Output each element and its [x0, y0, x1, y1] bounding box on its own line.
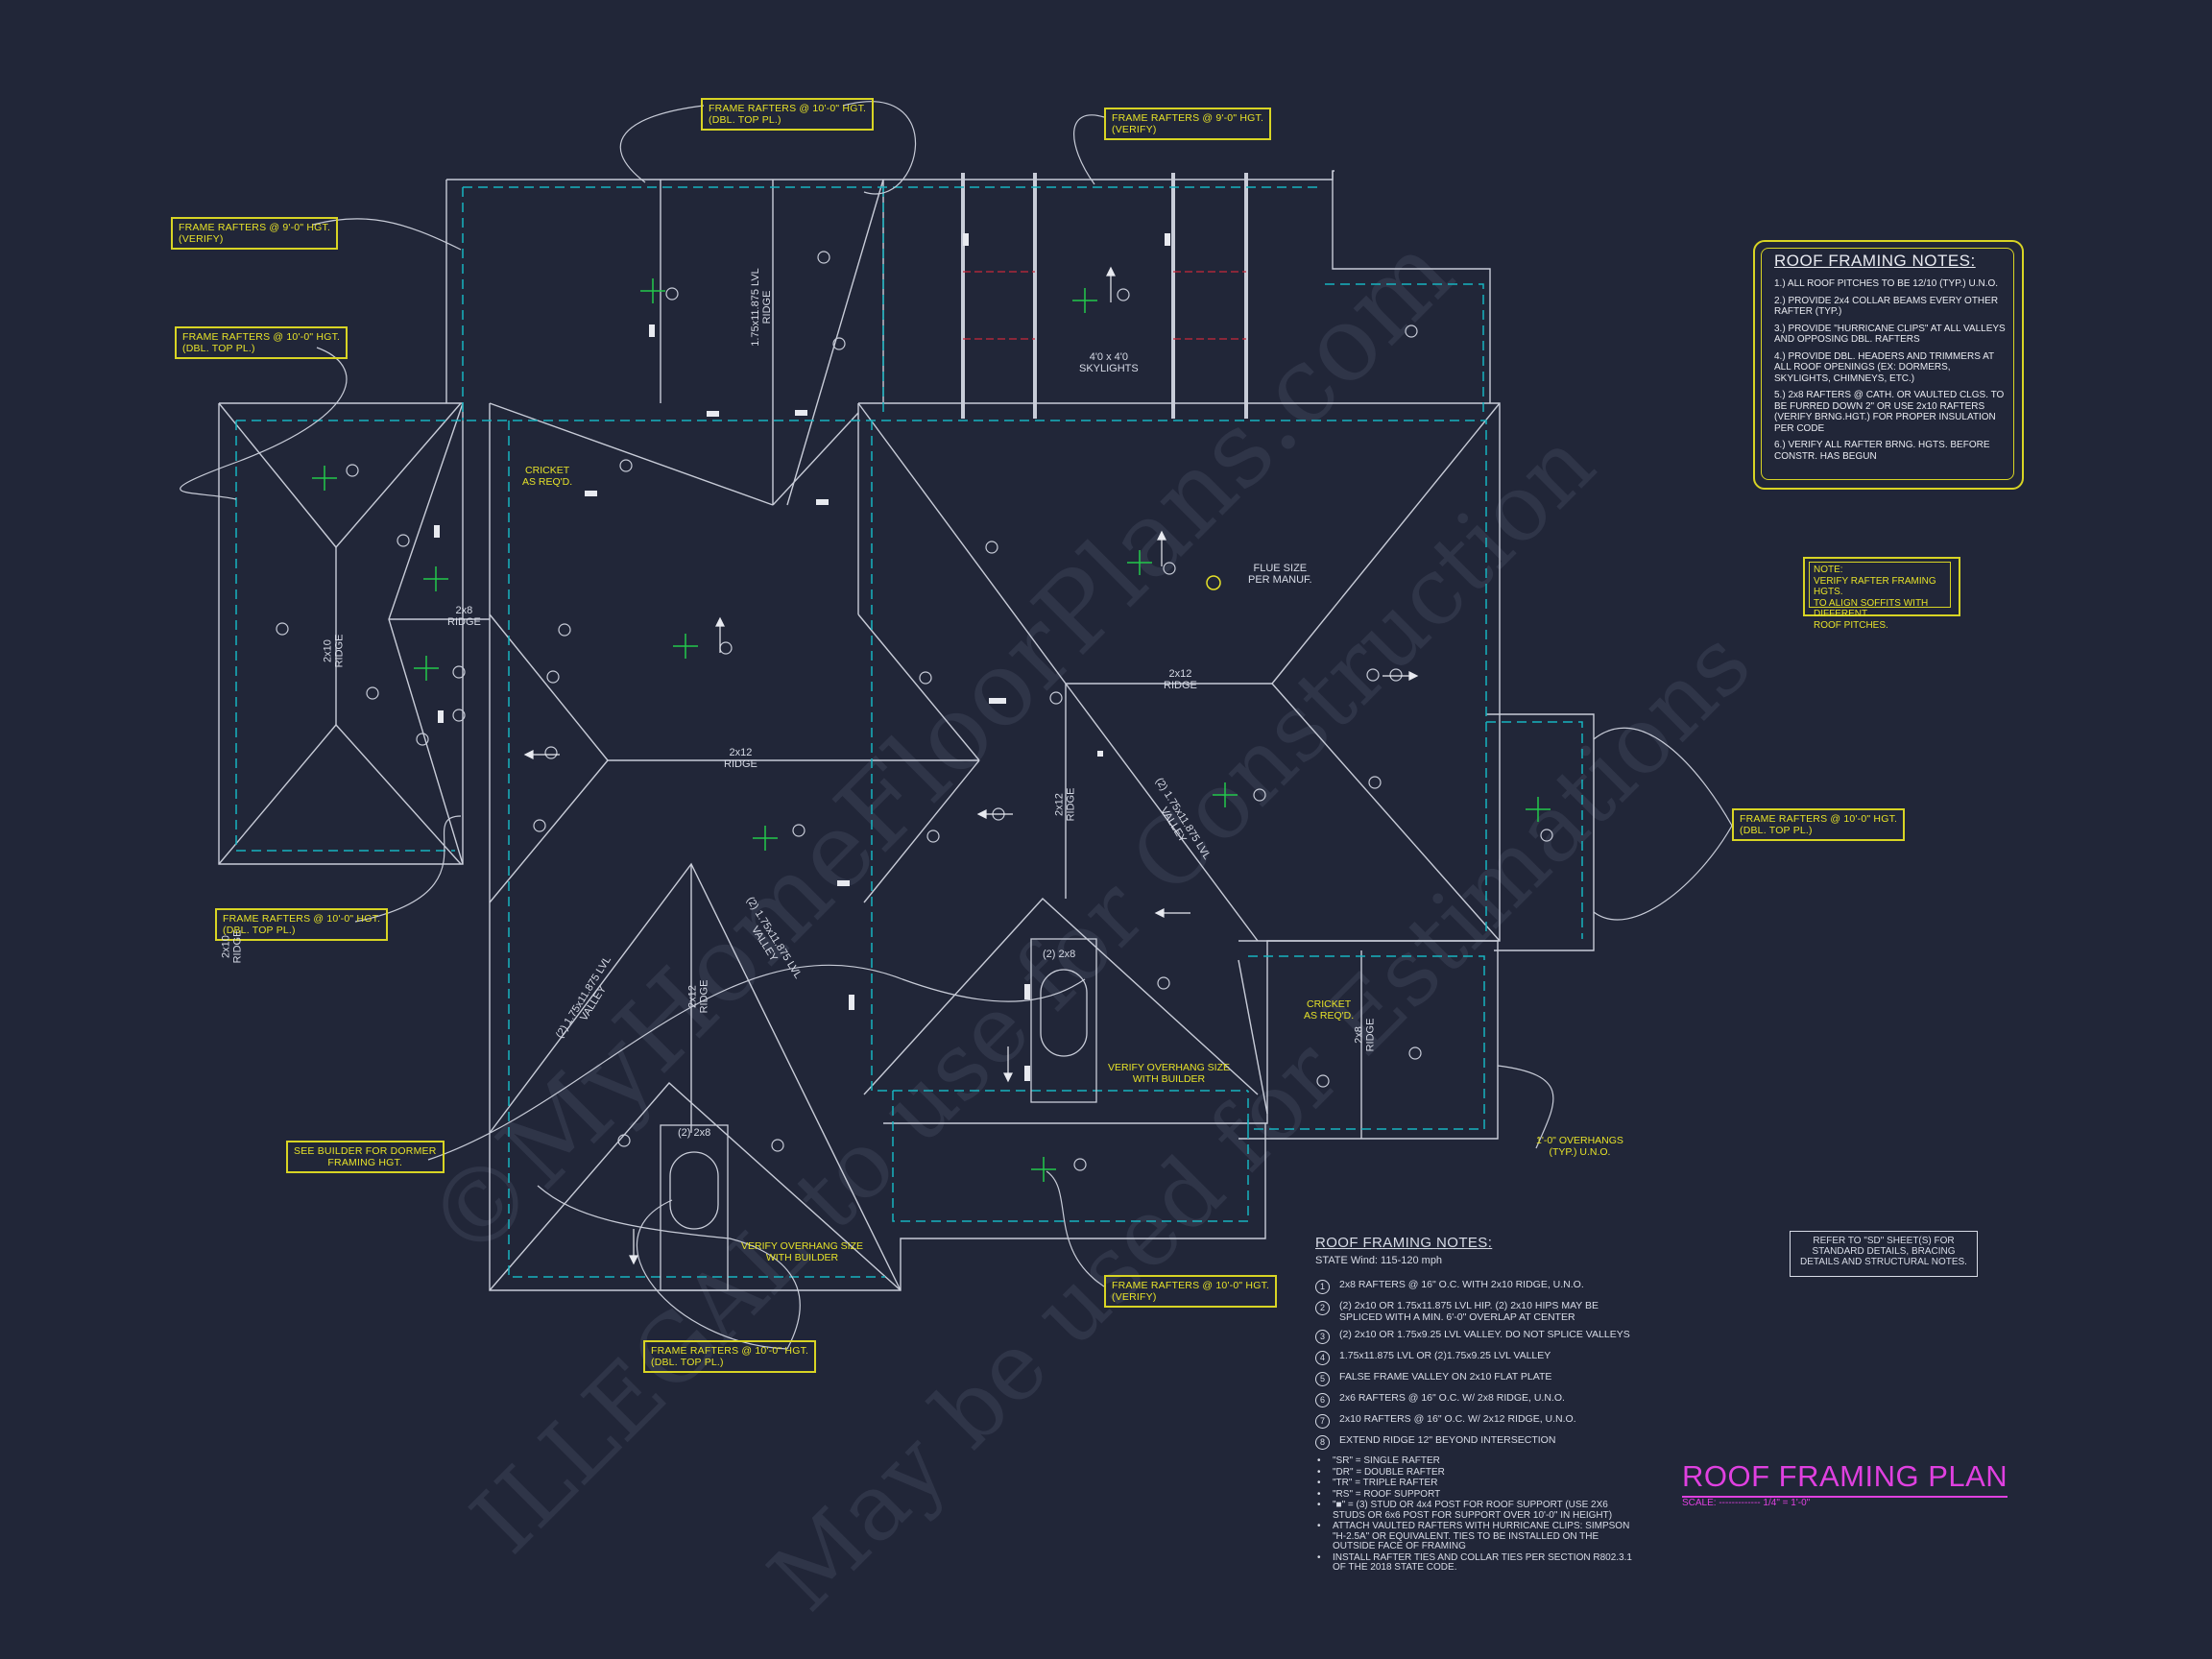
legend-item: 5 FALSE FRAME VALLEY ON 2x10 FLAT PLATE — [1315, 1371, 1642, 1386]
ridge-2x8-label: 2x8 RIDGE — [447, 605, 481, 628]
legend-bullet: "SR" = SINGLE RAFTER — [1315, 1455, 1642, 1467]
ridge-2x12-label-a: 2x12 RIDGE — [724, 747, 757, 770]
legend-number: 2 — [1315, 1301, 1330, 1315]
legend-text: FALSE FRAME VALLEY ON 2x10 FLAT PLATE — [1339, 1371, 1552, 1382]
legend-text: EXTEND RIDGE 12" BEYOND INTERSECTION — [1339, 1434, 1556, 1446]
ridge-2x8-label-right: 2x8 RIDGE — [1353, 1018, 1377, 1052]
legend-item: 1 2x8 RAFTERS @ 16" O.C. WITH 2x10 RIDGE,… — [1315, 1279, 1642, 1294]
dormer-frames — [660, 938, 1097, 1291]
pitch-symbols — [312, 278, 1551, 1182]
legend-wind: STATE Wind: 115-120 mph — [1315, 1255, 1443, 1266]
legend-bullet: "TR" = TRIPLE RAFTER — [1315, 1478, 1642, 1489]
roof-supports — [434, 233, 1170, 1081]
overhang-label-2: VERIFY OVERHANG SIZE WITH BUILDER — [741, 1240, 863, 1263]
legend-number: 7 — [1315, 1414, 1330, 1429]
symbol-markers — [276, 251, 1553, 1171]
legend-text: 2x6 RAFTERS @ 16" O.C. W/ 2x8 RIDGE, U.N… — [1339, 1392, 1565, 1404]
ridge-lvl-label: 1.75x11.875 LVL RIDGE — [749, 268, 773, 347]
soffit-note-frame — [1803, 557, 1960, 616]
legend-abbreviations: "SR" = SINGLE RAFTER "DR" = DOUBLE RAFTE… — [1315, 1455, 1642, 1574]
legend-number: 4 — [1315, 1351, 1330, 1365]
roof-outline — [218, 170, 1595, 1291]
roof-notes-inner-frame — [1761, 248, 2014, 480]
legend-item: 7 2x10 RAFTERS @ 16" O.C. W/ 2x12 RIDGE, … — [1315, 1413, 1642, 1429]
flue-marker — [1206, 575, 1221, 590]
legend-item: 4 1.75x11.875 LVL OR (2)1.75x9.25 LVL VAL… — [1315, 1350, 1642, 1365]
legend-bullet: "■" = (3) STUD OR 4x4 POST FOR ROOF SUPP… — [1315, 1500, 1642, 1521]
framing-legend: ROOF FRAMING NOTES: STATE Wind: 115-120 … — [1315, 1235, 1642, 1575]
ridge-2x12-label-d: 2x12 RIDGE — [686, 979, 710, 1014]
legend-text: 2x8 RAFTERS @ 16" O.C. WITH 2x10 RIDGE, … — [1339, 1279, 1584, 1290]
skylight-openings — [963, 271, 1246, 340]
legend-text: 1.75x11.875 LVL OR (2)1.75x9.25 LVL VALL… — [1339, 1350, 1551, 1361]
wall-lines — [235, 186, 1583, 1278]
callout-bottom-left: FRAME RAFTERS @ 10'-0" HGT. (DBL. TOP PL… — [643, 1340, 817, 1373]
leader-lines — [180, 101, 1733, 1350]
legend-text: (2) 2x10 OR 1.75x11.875 LVL HIP. (2) 2x1… — [1339, 1300, 1599, 1323]
legend-number: 8 — [1315, 1435, 1330, 1450]
reference-note: REFER TO "SD" SHEET(S) FOR STANDARD DETA… — [1790, 1231, 1978, 1277]
roof-note-6: 6.) VERIFY ALL RAFTER BRNG. HGTS. BEFORE… — [1774, 440, 1990, 462]
slope-arrows — [523, 266, 1419, 1265]
plan-title: ROOF FRAMING PLAN — [1682, 1459, 2008, 1498]
legend-text: 2x10 RAFTERS @ 16" O.C. W/ 2x12 RIDGE, U… — [1339, 1413, 1576, 1425]
dbl-2x8-label-a: (2) 2x8 — [1043, 949, 1076, 960]
roof-note-2: 2.) PROVIDE 2x4 COLLAR BEAMS EVERY OTHER… — [1774, 295, 1999, 318]
legend-bullet: ATTACH VAULTED RAFTERS WITH HURRICANE CL… — [1315, 1521, 1642, 1552]
roof-note-4: 4.) PROVIDE DBL. HEADERS AND TRIMMERS AT… — [1774, 350, 1994, 384]
callout-left-second: FRAME RAFTERS @ 10'-0" HGT. (DBL. TOP PL… — [175, 326, 349, 359]
callout-left-lower: FRAME RAFTERS @ 10'-0" HGT. (DBL. TOP PL… — [215, 908, 389, 941]
skylights-label: 4'0 x 4'0 SKYLIGHTS — [1079, 351, 1139, 374]
ridge-2x12-label-b: 2x12 RIDGE — [1164, 668, 1197, 691]
ridge-2x10-label: 2x10 RIDGE — [322, 634, 346, 668]
callout-bottom-mid: FRAME RAFTERS @ 10'-0" HGT. (VERIFY) — [1104, 1275, 1278, 1308]
callout-right-side: FRAME RAFTERS @ 10'-0" HGT. (DBL. TOP PL… — [1732, 808, 1906, 841]
cricket-label-2: CRICKET AS REQ'D. — [1304, 998, 1355, 1022]
legend-number: 3 — [1315, 1330, 1330, 1344]
legend-item: 3 (2) 2x10 OR 1.75x9.25 LVL VALLEY. DO NO… — [1315, 1329, 1642, 1344]
dbl-2x8-label-b: (2) 2x8 — [678, 1127, 711, 1139]
roof-notes-frame — [1753, 240, 2024, 490]
roof-note-1: 1.) ALL ROOF PITCHES TO BE 12/10 (TYP.) … — [1774, 278, 1999, 289]
callout-top-center: FRAME RAFTERS @ 10'-0" HGT. (DBL. TOP PL… — [701, 98, 875, 131]
flue-label: FLUE SIZE PER MANUF. — [1248, 563, 1312, 586]
overhang-typ-label: 1'-0" OVERHANGS (TYP.) U.N.O. — [1536, 1135, 1623, 1158]
skylight-framing — [961, 173, 1248, 419]
callout-dormer: SEE BUILDER FOR DORMER FRAMING HGT. — [286, 1141, 445, 1173]
legend-item: 8 EXTEND RIDGE 12" BEYOND INTERSECTION — [1315, 1434, 1642, 1450]
roof-note-3: 3.) PROVIDE "HURRICANE CLIPS" AT ALL VAL… — [1774, 323, 2006, 346]
legend-bullet: "DR" = DOUBLE RAFTER — [1315, 1467, 1642, 1479]
overhang-label-1: VERIFY OVERHANG SIZE WITH BUILDER — [1108, 1062, 1230, 1085]
ridge-2x10-label-lower-left: 2x10 RIDGE — [220, 929, 244, 964]
legend-item: 2 (2) 2x10 OR 1.75x11.875 LVL HIP. (2) 2x… — [1315, 1300, 1642, 1323]
legend-bullet: "RS" = ROOF SUPPORT — [1315, 1489, 1642, 1501]
legend-number: 1 — [1315, 1280, 1330, 1294]
callout-top-right: FRAME RAFTERS @ 9'-0" HGT. (VERIFY) — [1104, 108, 1272, 140]
soffit-note: NOTE: VERIFY RAFTER FRAMING HGTS. TO ALI… — [1809, 562, 1951, 631]
roof-notes-title: ROOF FRAMING NOTES: — [1774, 252, 1976, 270]
callout-left-upper: FRAME RAFTERS @ 9'-0" HGT. (VERIFY) — [171, 217, 339, 250]
roof-notes-list: 1.) ALL ROOF PITCHES TO BE 12/10 (TYP.) … — [1774, 278, 2008, 468]
legend-text: (2) 2x10 OR 1.75x9.25 LVL VALLEY. DO NOT… — [1339, 1329, 1630, 1340]
cricket-label-1: CRICKET AS REQ'D. — [522, 465, 573, 488]
ridge-2x12-label-c: 2x12 RIDGE — [1053, 787, 1077, 822]
plan-scale: SCALE: ------------- 1/4" = 1'-0" — [1682, 1498, 1811, 1508]
legend-number: 6 — [1315, 1393, 1330, 1407]
legend-bullet: INSTALL RAFTER TIES AND COLLAR TIES PER … — [1315, 1552, 1642, 1574]
legend-number: 5 — [1315, 1372, 1330, 1386]
legend-item: 6 2x6 RAFTERS @ 16" O.C. W/ 2x8 RIDGE, U.… — [1315, 1392, 1642, 1407]
roof-note-5: 5.) 2x8 RAFTERS @ CATH. OR VAULTED CLGS.… — [1774, 390, 2005, 434]
legend-title: ROOF FRAMING NOTES: — [1315, 1235, 1493, 1251]
